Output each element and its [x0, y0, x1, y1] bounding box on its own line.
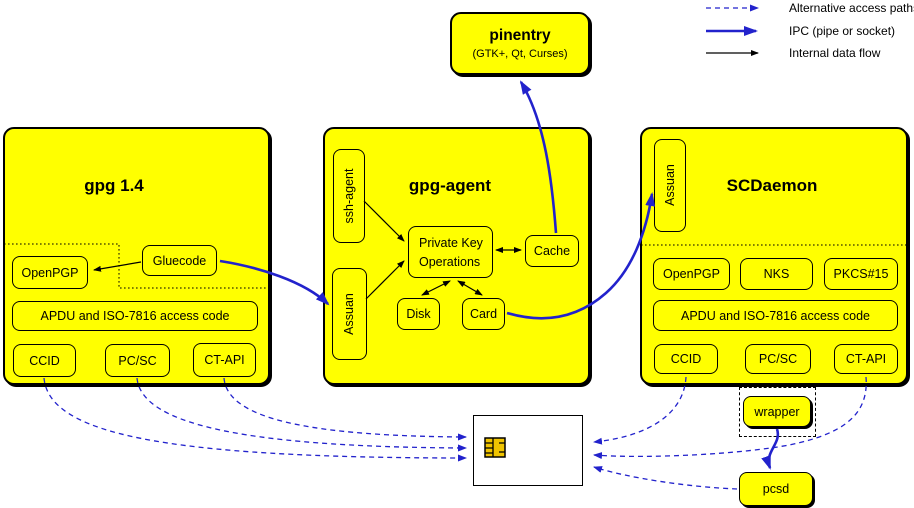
- gpg14-apdu-label: APDU and ISO-7816 access code: [40, 309, 230, 323]
- legend-flow-label: Internal data flow: [789, 46, 881, 60]
- legend-alt-label: Alternative access paths: [789, 1, 914, 15]
- scdaemon-ctapi-label: CT-API: [845, 352, 887, 366]
- wrapper-box: wrapper: [743, 396, 811, 427]
- scdaemon-pcsc-label: PC/SC: [758, 352, 798, 366]
- scdaemon-ccid-module: CCID: [654, 344, 718, 374]
- scdaemon-title: SCDaemon: [726, 176, 818, 195]
- gpg-agent-card-module: Card: [462, 298, 505, 330]
- gpg14-ccid-module: CCID: [13, 344, 76, 377]
- scdaemon-pcsc-module: PC/SC: [745, 344, 811, 374]
- pcsd-box: pcsd: [739, 472, 813, 506]
- scdaemon-apdu-module: APDU and ISO-7816 access code: [653, 300, 898, 331]
- gpg14-openpgp-label: OpenPGP: [21, 265, 79, 280]
- gpg14-gluecode-module: Gluecode: [142, 245, 217, 276]
- gpg-agent-ssh-agent-module: [333, 149, 365, 243]
- pinentry-box: pinentry (GTK+, Qt, Curses): [450, 12, 590, 75]
- gpg-agent-cache-module: Cache: [525, 235, 579, 267]
- scdaemon-ccid-label: CCID: [670, 352, 702, 366]
- alt-scdaemon-ccid-to-card: [593, 376, 687, 445]
- gpg14-gluecode-label: Gluecode: [152, 253, 207, 268]
- scdaemon-openpgp-label: OpenPGP: [663, 267, 720, 281]
- legend-ipc-label: IPC (pipe or socket): [789, 24, 896, 38]
- alt-gpg14-ctapi-to-card: [223, 377, 467, 441]
- gpg-agent-disk-label: Disk: [406, 307, 431, 321]
- scdaemon-nks-module: NKS: [740, 258, 813, 290]
- gpg14-openpgp-module: OpenPGP: [12, 256, 88, 289]
- alt-scdaemon-ctapi-to-card: [593, 376, 867, 460]
- gpg-agent-card-label: Card: [469, 307, 498, 321]
- gpg-agent-title: gpg-agent: [408, 176, 492, 195]
- gpg14-apdu-module: APDU and ISO-7816 access code: [12, 301, 258, 331]
- smartcard-chip-icon: [484, 437, 506, 458]
- pinentry-title: pinentry: [489, 27, 551, 44]
- gpg14-title: gpg 1.4: [84, 176, 144, 195]
- gpg-agent-assuan-label: Assuan: [342, 293, 356, 335]
- smartcard: [473, 415, 583, 486]
- gpg14-ctapi-module: CT-API: [193, 343, 256, 377]
- gpg-agent-ssh-agent-label: ssh-agent: [342, 168, 356, 224]
- gpg14-pcsc-module: PC/SC: [105, 344, 170, 377]
- scdaemon-assuan-label: Assuan: [663, 164, 677, 206]
- gpg-agent-disk-module: Disk: [397, 298, 440, 330]
- pinentry-subtitle: (GTK+, Qt, Curses): [472, 48, 568, 60]
- gpg-agent-assuan-module: [332, 268, 367, 360]
- scdaemon-nks-label: NKS: [763, 267, 790, 281]
- scdaemon-pkcs15-label: PKCS#15: [833, 267, 889, 281]
- gpg-agent-private-key-operations-module: Private Key Operations: [408, 226, 493, 278]
- private-key-ops-line2: Operations: [419, 254, 481, 269]
- scdaemon-assuan-module: [654, 139, 686, 232]
- alt-pcsd-to-card: [593, 466, 738, 490]
- private-key-ops-line1: Private Key: [419, 235, 483, 250]
- alt-gpg14-ccid-to-card: [43, 377, 467, 462]
- scdaemon-ctapi-module: CT-API: [834, 344, 898, 374]
- wrapper-label: wrapper: [754, 404, 800, 419]
- gpg14-pcsc-label: PC/SC: [118, 353, 157, 368]
- alt-gpg14-pcsc-to-card: [136, 377, 467, 452]
- gpg-agent-cache-label: Cache: [533, 244, 571, 258]
- scdaemon-openpgp-module: OpenPGP: [653, 258, 730, 290]
- scdaemon-pkcs15-module: PKCS#15: [824, 258, 898, 290]
- gpg14-ccid-label: CCID: [29, 353, 60, 368]
- pcsd-label: pcsd: [762, 482, 790, 496]
- gpg14-ctapi-label: CT-API: [204, 353, 245, 367]
- scdaemon-apdu-label: APDU and ISO-7816 access code: [681, 308, 870, 323]
